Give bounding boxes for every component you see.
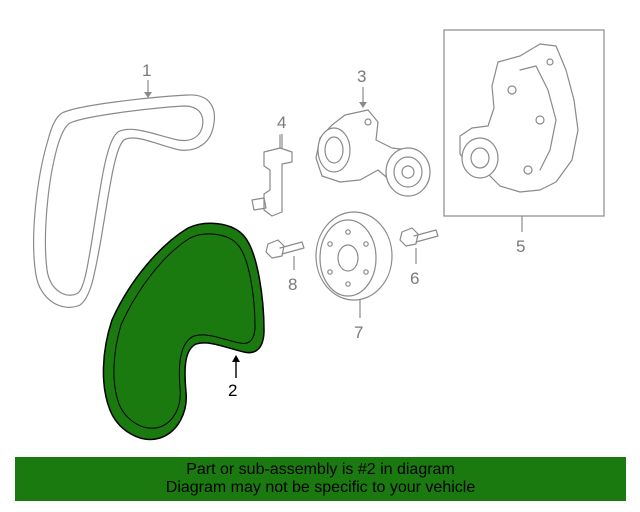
- callout-2: 2: [228, 381, 237, 400]
- callout-8: 8: [288, 275, 297, 294]
- part-5-water-pump[interactable]: [459, 43, 579, 193]
- part-1-drive-belt[interactable]: [33, 94, 215, 308]
- part-8-bolt[interactable]: [265, 239, 305, 259]
- leader-3-arrowhead: [359, 102, 367, 108]
- callout-1: 1: [142, 61, 151, 80]
- part-4-bracket[interactable]: [251, 134, 293, 217]
- part-3-belt-tensioner[interactable]: [315, 109, 431, 197]
- banner-line-2: Diagram may not be specific to your vehi…: [165, 479, 476, 496]
- callout-5: 5: [516, 237, 525, 256]
- part-7-pulley[interactable]: [315, 211, 393, 301]
- callout-4: 4: [277, 113, 286, 132]
- callout-3: 3: [357, 67, 366, 86]
- banner-line-1: Part or sub-assembly is #2 in diagram: [186, 461, 455, 478]
- leader-2-arrowhead: [232, 355, 240, 362]
- part-6-bolt[interactable]: [399, 227, 439, 247]
- part-2-drive-belt-highlighted[interactable]: [102, 222, 265, 441]
- callout-7: 7: [354, 323, 363, 342]
- callout-6: 6: [410, 269, 419, 288]
- info-banner: Part or sub-assembly is #2 in diagram Di…: [15, 457, 626, 501]
- part-5-box: [443, 29, 605, 217]
- leader-1-arrowhead: [144, 92, 152, 98]
